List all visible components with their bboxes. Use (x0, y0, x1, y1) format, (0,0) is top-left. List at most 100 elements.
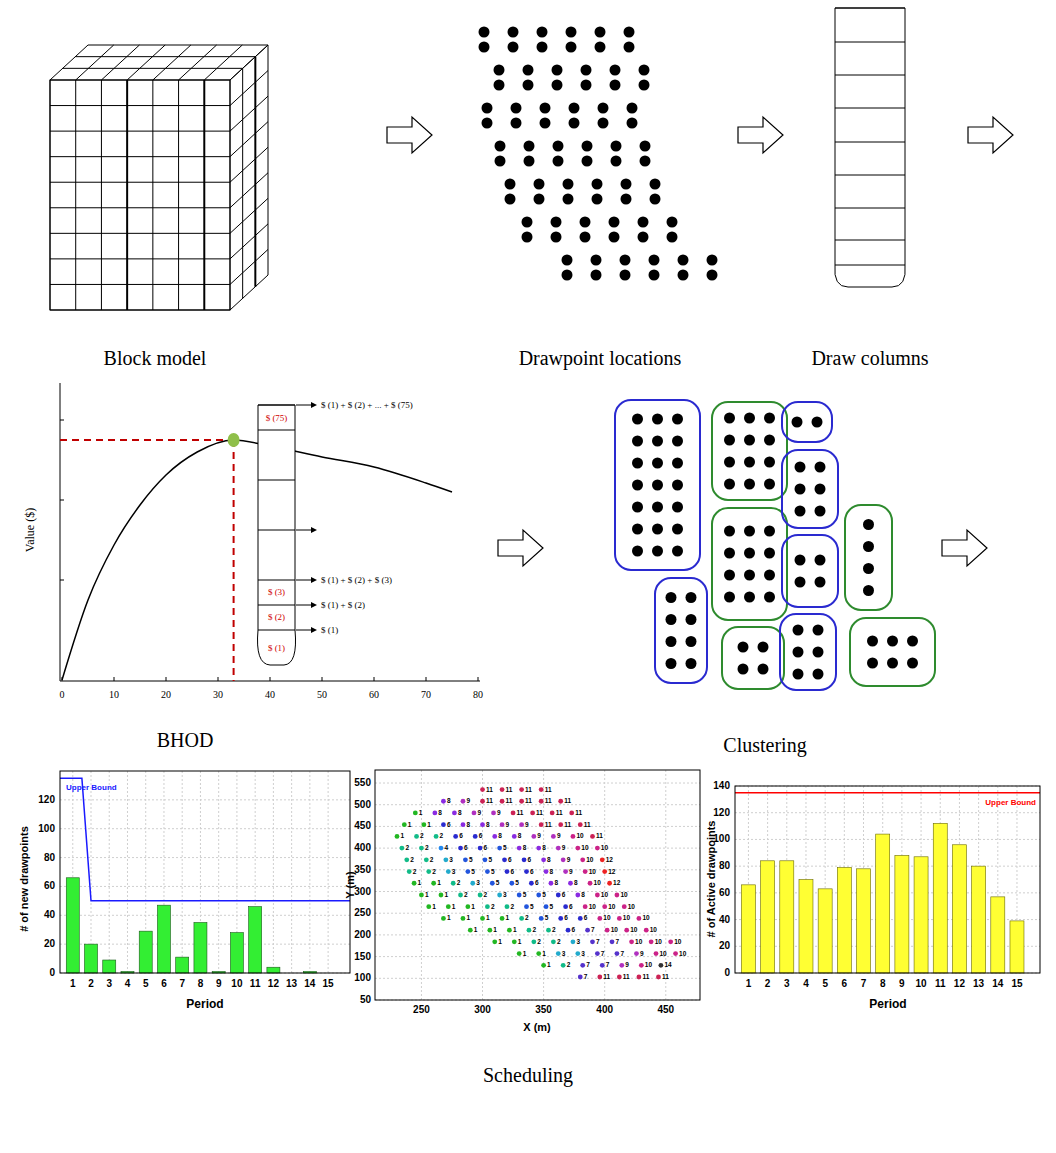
drawpoint (524, 141, 535, 152)
drawpoint (724, 479, 735, 490)
scheduled-drawpoint (536, 951, 541, 956)
drawpoint (764, 413, 775, 424)
drawpoint (652, 436, 663, 447)
scheduled-drawpoint (654, 951, 659, 956)
tick-label: 9 (216, 979, 222, 989)
drawpoint (639, 80, 650, 91)
cube-front (50, 80, 230, 310)
grid-line (375, 869, 700, 870)
grid-line (375, 913, 700, 914)
drawpoint (522, 232, 533, 243)
drawpoint (867, 636, 878, 647)
scheduled-drawpoint (649, 939, 654, 944)
tick (60, 420, 64, 421)
period-number: 10 (623, 915, 630, 922)
scheduled-drawpoint (556, 846, 561, 851)
cube-grid (230, 122, 268, 157)
period-number: 5 (491, 868, 495, 875)
scheduled-drawpoint (511, 811, 516, 816)
period-number: 8 (447, 798, 451, 805)
drawpoint (563, 179, 574, 190)
tick-label: 20 (44, 939, 55, 949)
scheduled-drawpoint (453, 834, 458, 839)
value-curve (62, 440, 452, 680)
scheduled-drawpoint (639, 963, 644, 968)
scheduled-drawpoint (600, 963, 605, 968)
period-number: 2 (537, 939, 541, 946)
drawpoint (793, 625, 804, 636)
drawpoint (523, 65, 534, 76)
period-number: 1 (498, 939, 502, 946)
grid-line (127, 771, 128, 973)
scheduled-drawpoint (527, 928, 532, 933)
drawpoint (686, 636, 697, 647)
scheduled-drawpoint (629, 939, 634, 944)
period-number: 9 (562, 845, 566, 852)
scheduled-drawpoint (502, 857, 507, 862)
scheduled-drawpoint (412, 881, 417, 886)
tick (114, 677, 115, 681)
flow-arrow (968, 117, 1013, 153)
drawpoint (552, 65, 563, 76)
drawpoint (479, 42, 490, 53)
drawpoint (639, 65, 650, 76)
tick-label: 0 (49, 968, 55, 978)
scheduled-drawpoint (441, 799, 446, 804)
arrow-head (311, 402, 317, 408)
scheduled-drawpoint (615, 893, 620, 898)
drawpoint (764, 457, 775, 468)
cell-value: $ (2) (268, 613, 285, 622)
period-number: 11 (564, 821, 571, 828)
period-number: 10 (655, 939, 662, 946)
grid-line (375, 934, 700, 935)
drawpoint (738, 642, 749, 653)
drawpoint (553, 141, 564, 152)
period-number: 8 (438, 810, 442, 817)
drawpoint (511, 103, 522, 114)
scheduled-drawpoint (395, 834, 400, 839)
drawpoint (887, 636, 898, 647)
scheduled-drawpoint (624, 928, 629, 933)
drawpoint (707, 270, 718, 281)
tick-label: 250 (413, 1005, 430, 1015)
grid-line (328, 771, 329, 973)
drawpoint (632, 502, 643, 513)
period-number: 8 (550, 868, 554, 875)
period-number: 11 (517, 810, 524, 817)
drawpoint (815, 484, 826, 495)
period-number: 11 (642, 974, 649, 981)
cell-value: $ (75) (266, 414, 288, 423)
period-number: 11 (506, 798, 513, 805)
period-number: 10 (601, 845, 608, 852)
stage-caption: Draw columns (811, 348, 928, 368)
scheduled-drawpoint (426, 904, 431, 909)
cube-grid (230, 80, 231, 310)
drawpoint (632, 436, 643, 447)
bar (85, 944, 98, 973)
drawpoint (495, 141, 506, 152)
drawpoint (813, 625, 824, 636)
tick-label: 50 (317, 690, 327, 700)
cube-grid (178, 80, 179, 310)
period-number: 2 (464, 892, 468, 899)
period-number: 2 (430, 857, 434, 864)
period-number: 5 (515, 880, 519, 887)
tick (478, 677, 479, 681)
period-number: 5 (523, 892, 527, 899)
scheduled-drawpoint (536, 846, 541, 851)
drawpoint (505, 179, 516, 190)
column-slice (258, 530, 295, 531)
tick-label: 13 (973, 979, 984, 989)
period-number: 1 (486, 915, 490, 922)
period-number: 11 (545, 821, 552, 828)
period-number: 9 (625, 962, 629, 969)
period-number: 1 (452, 903, 456, 910)
drawpoint (610, 65, 621, 76)
bar (103, 960, 116, 973)
column-slice (835, 42, 905, 43)
column-slice (258, 605, 295, 606)
tick-label: 150 (354, 952, 371, 962)
cube-grid (230, 224, 268, 259)
scheduled-drawpoint (580, 963, 585, 968)
scheduled-drawpoint (473, 834, 478, 839)
